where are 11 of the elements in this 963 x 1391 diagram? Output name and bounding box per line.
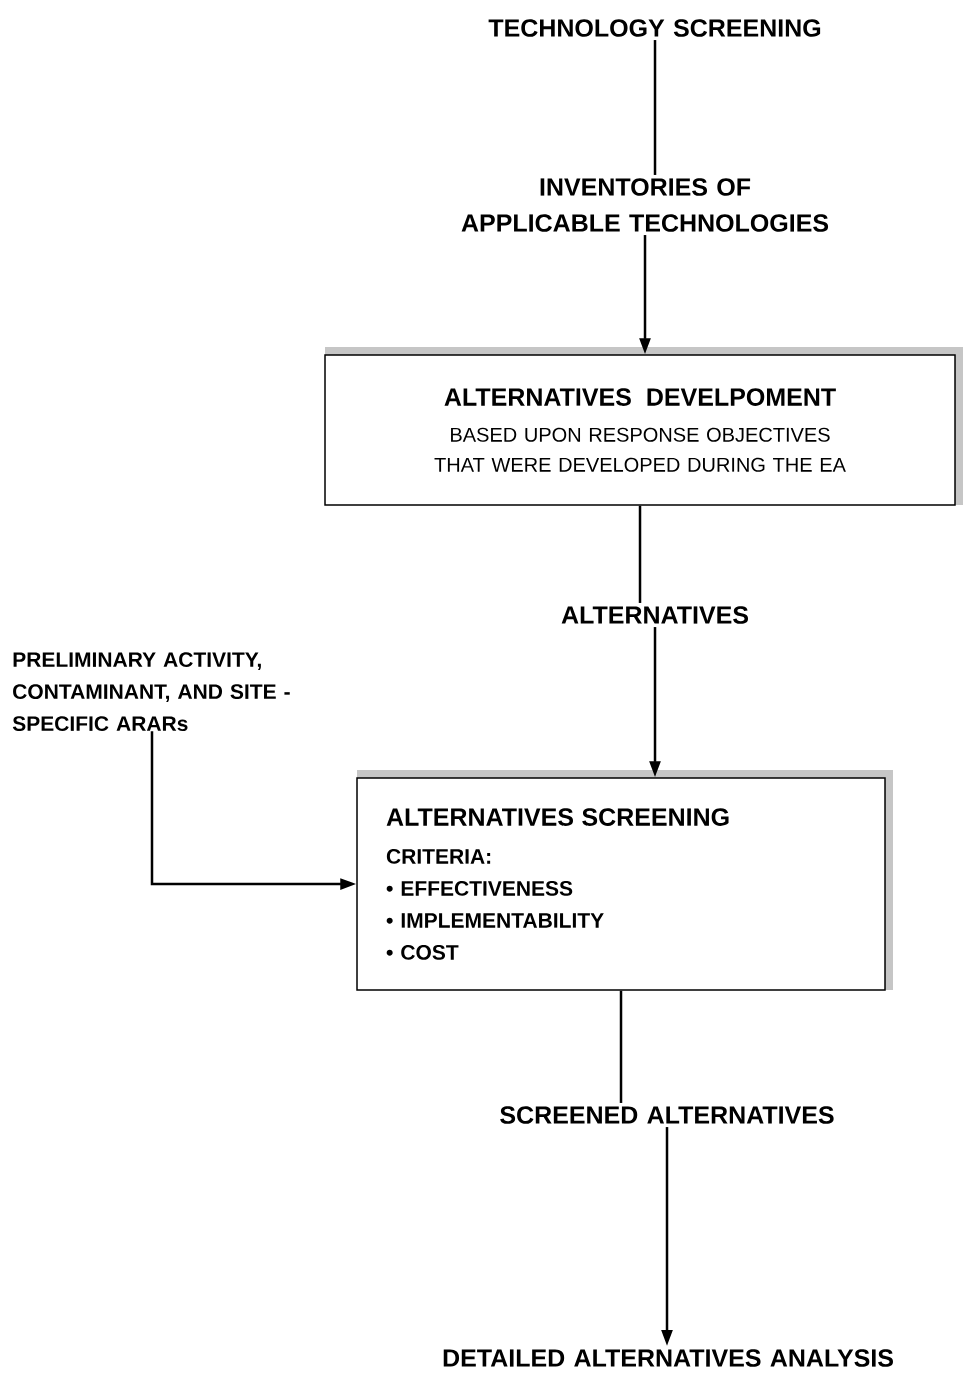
flow-label: ALTERNATIVES [561,606,749,624]
flow-label: TECHNOLOGY SCREENING [488,19,821,37]
process-box: ALTERNATIVES SCREENING CRITERIA: • EFFECTIVENESS • IMPLEMENTABILITY • COST [356,770,893,991]
input-label: PRELIMINARY ACTIVITY, CONTAMINANT, AND SITE - SPECIFIC ARARs [12,652,290,732]
connector-line [638,505,642,603]
flow-label: SCREENED ALTERNATIVES [500,1106,834,1124]
connector-line [619,990,623,1103]
process-box: ALTERNATIVES DEVELPOMENT BASED UPON RESPONSE OBJECTIVES THAT WERE DEVELOPED DURING THE EA [324,347,963,506]
flow-label: DETAILED ALTERNATIVES ANALYSIS [443,1349,893,1367]
connector-line [653,40,657,175]
flow-label: INVENTORIES OF APPLICABLE TECHNOLOGIES [461,178,829,232]
